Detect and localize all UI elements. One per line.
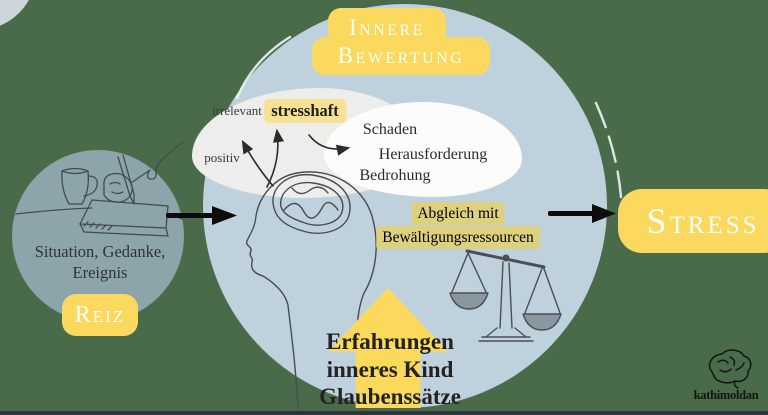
- cloud-word-irrelevant: irrelevant: [212, 103, 262, 118]
- cloud-word-herausforderung: Herausforderung: [378, 146, 488, 163]
- stimulus-text: Situation, Gedanke, Ereignis: [35, 241, 166, 283]
- cloud-word-stresshaft: stresshaft: [264, 99, 346, 123]
- influences-line2: inneres Kind: [326, 356, 454, 382]
- influences-text: Erfahrungen inneres Kind Glaubenssätze: [319, 328, 461, 411]
- coping-check-line1: Abgleich mit: [411, 202, 505, 225]
- stimulus-text-line2: Ereignis: [72, 263, 128, 282]
- cloud-word-bedrohung: Bedrohung: [359, 167, 431, 184]
- bottom-border-strip: [0, 411, 768, 415]
- influences-line3: Glaubenssätze: [319, 384, 461, 409]
- stress-badge: Stress: [618, 189, 768, 253]
- corner-circle-sliver: [0, 0, 29, 26]
- coping-check-text: Abgleich mit Bewältigungsressourcen: [376, 202, 540, 250]
- stimulus-text-line1: Situation, Gedanke,: [34, 242, 166, 261]
- coping-check-line2: Bewältigungsressourcen: [376, 226, 540, 249]
- title-line1: Innere: [349, 15, 425, 40]
- reiz-badge: Reiz: [62, 294, 138, 336]
- cloud-word-positiv: positiv: [204, 150, 240, 165]
- brain-logo-icon: [708, 349, 752, 389]
- influences-line1: Erfahrungen: [326, 329, 454, 354]
- watermark-text: kathimoldan: [693, 388, 759, 402]
- title-line2: Bewertung: [337, 43, 465, 68]
- reiz-label: Reiz: [74, 301, 126, 328]
- stress-label: Stress: [646, 201, 760, 241]
- cloud-word-schaden: Schaden: [362, 121, 418, 138]
- title-badge-line2: Bewertung: [312, 37, 490, 75]
